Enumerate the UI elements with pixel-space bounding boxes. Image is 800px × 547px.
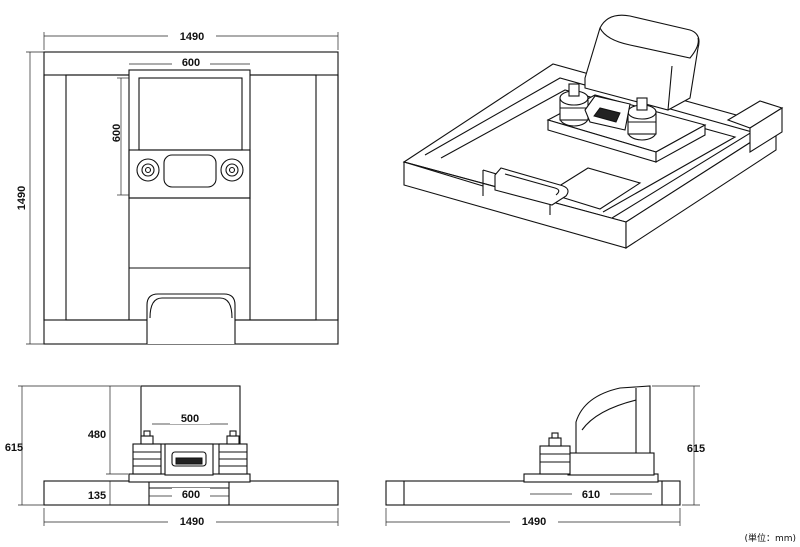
side-width-dimension: 1490 bbox=[522, 516, 546, 528]
side-view: 610 1490 615 bbox=[385, 385, 705, 528]
iso-entry-step bbox=[494, 167, 569, 206]
front-left-lantern bbox=[132, 430, 162, 475]
front-width-dimension: 1490 bbox=[180, 516, 204, 528]
plan-right-lantern bbox=[220, 158, 244, 182]
plan-left-lantern bbox=[136, 158, 160, 182]
side-lantern bbox=[539, 432, 571, 475]
front-step-width-dimension: 600 bbox=[182, 489, 200, 501]
plan-niche-height-dimension: 600 bbox=[111, 124, 123, 142]
unit-note: (単位：mm) bbox=[744, 532, 796, 544]
isometric-view bbox=[402, 14, 784, 250]
iso-base-side bbox=[625, 124, 777, 250]
front-total-height-dimension: 615 bbox=[5, 442, 23, 454]
plan-niche-width-dimension: 600 bbox=[182, 57, 200, 69]
side-stone-base bbox=[567, 452, 655, 476]
plan-depth-dimension: 1490 bbox=[16, 186, 28, 210]
side-height-dimension: 615 bbox=[687, 443, 705, 455]
side-base bbox=[385, 480, 681, 506]
front-base-height-dimension: 135 bbox=[88, 490, 106, 502]
plan-width-dimension: 1490 bbox=[180, 31, 204, 43]
plan-monument-top bbox=[128, 69, 251, 199]
plan-candle-row bbox=[128, 149, 251, 199]
plan-view: 1490 600 1490 600 bbox=[16, 29, 339, 345]
plan-entry-step bbox=[146, 293, 236, 344]
plan-incense-burner bbox=[163, 154, 217, 188]
front-view: 500 600 1490 615 480 135 bbox=[5, 385, 339, 528]
iso-corner-block bbox=[546, 167, 642, 210]
front-right-lantern bbox=[218, 430, 248, 475]
side-upright-stone bbox=[575, 385, 651, 454]
front-niche-width-dimension: 500 bbox=[181, 413, 199, 425]
front-stone-height-dimension: 480 bbox=[88, 429, 106, 441]
side-depth-dimension: 610 bbox=[582, 489, 600, 501]
